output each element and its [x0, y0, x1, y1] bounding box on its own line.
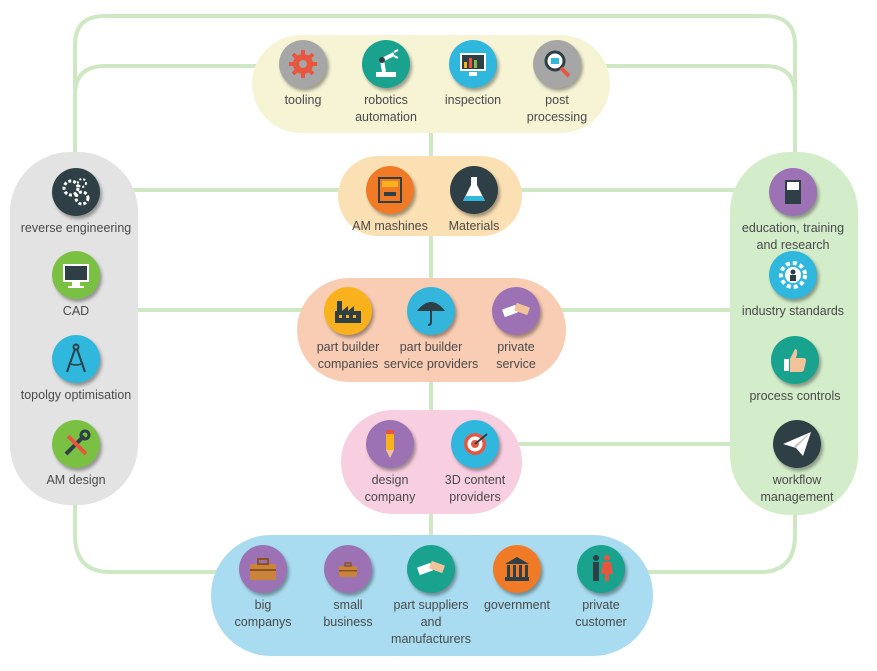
gear-icon [279, 40, 327, 88]
printer-icon [366, 166, 414, 214]
node-label: reverse engineering [20, 221, 132, 235]
node-label: AM mashines [352, 219, 428, 233]
paper-plane-icon [773, 420, 821, 468]
book-icon [769, 168, 817, 216]
node-label: process controls [749, 389, 841, 403]
people-icon [577, 545, 625, 593]
gears-icon [52, 168, 100, 216]
node-label: design company [364, 473, 416, 504]
node-label: inspection [444, 93, 502, 107]
factory-icon [324, 287, 372, 335]
node-label: tooling [284, 93, 322, 107]
handshake-icon [407, 545, 455, 593]
node-label: private customer [575, 598, 627, 629]
node-label: AM design [46, 473, 106, 487]
briefcase-icon [239, 545, 287, 593]
node-label: robotics automation [355, 93, 417, 124]
connector-line [638, 468, 797, 574]
node-label: CAD [62, 304, 90, 318]
node-label: part builder companies [316, 340, 380, 371]
node-label: Materials [448, 219, 500, 233]
gear-person-icon [769, 251, 817, 299]
node-label: small business [323, 598, 373, 629]
connector-line [73, 14, 797, 172]
monitor-chart-icon [449, 40, 497, 88]
node-label: big companys [234, 598, 292, 629]
flask-icon [450, 166, 498, 214]
bank-icon [493, 545, 541, 593]
node-label: government [483, 598, 550, 612]
thumbs-up-icon [771, 336, 819, 384]
node-label: private service [496, 340, 536, 371]
pencil-icon [366, 420, 414, 468]
compass-icon [52, 335, 100, 383]
connector-line [73, 468, 242, 574]
robot-arm-icon [362, 40, 410, 88]
handshake-icon [492, 287, 540, 335]
node-label: post processing [526, 93, 588, 124]
connector-line [598, 64, 797, 122]
target-icon [451, 420, 499, 468]
node-label: workflow management [760, 473, 834, 504]
node-label: education, training and research [741, 221, 845, 252]
node-label: part builder service providers [383, 340, 479, 371]
node-label: topolgy optimisation [20, 388, 132, 402]
node-label: industry standards [741, 304, 845, 318]
node-label: part suppliers and manufacturers [391, 598, 471, 646]
umbrella-icon [407, 287, 455, 335]
connector-line [73, 64, 282, 202]
magnifier-icon [533, 40, 581, 88]
monitor-icon [52, 251, 100, 299]
small-briefcase-icon [324, 545, 372, 593]
node-label: 3D content providers [444, 473, 506, 504]
tools-icon [52, 420, 100, 468]
